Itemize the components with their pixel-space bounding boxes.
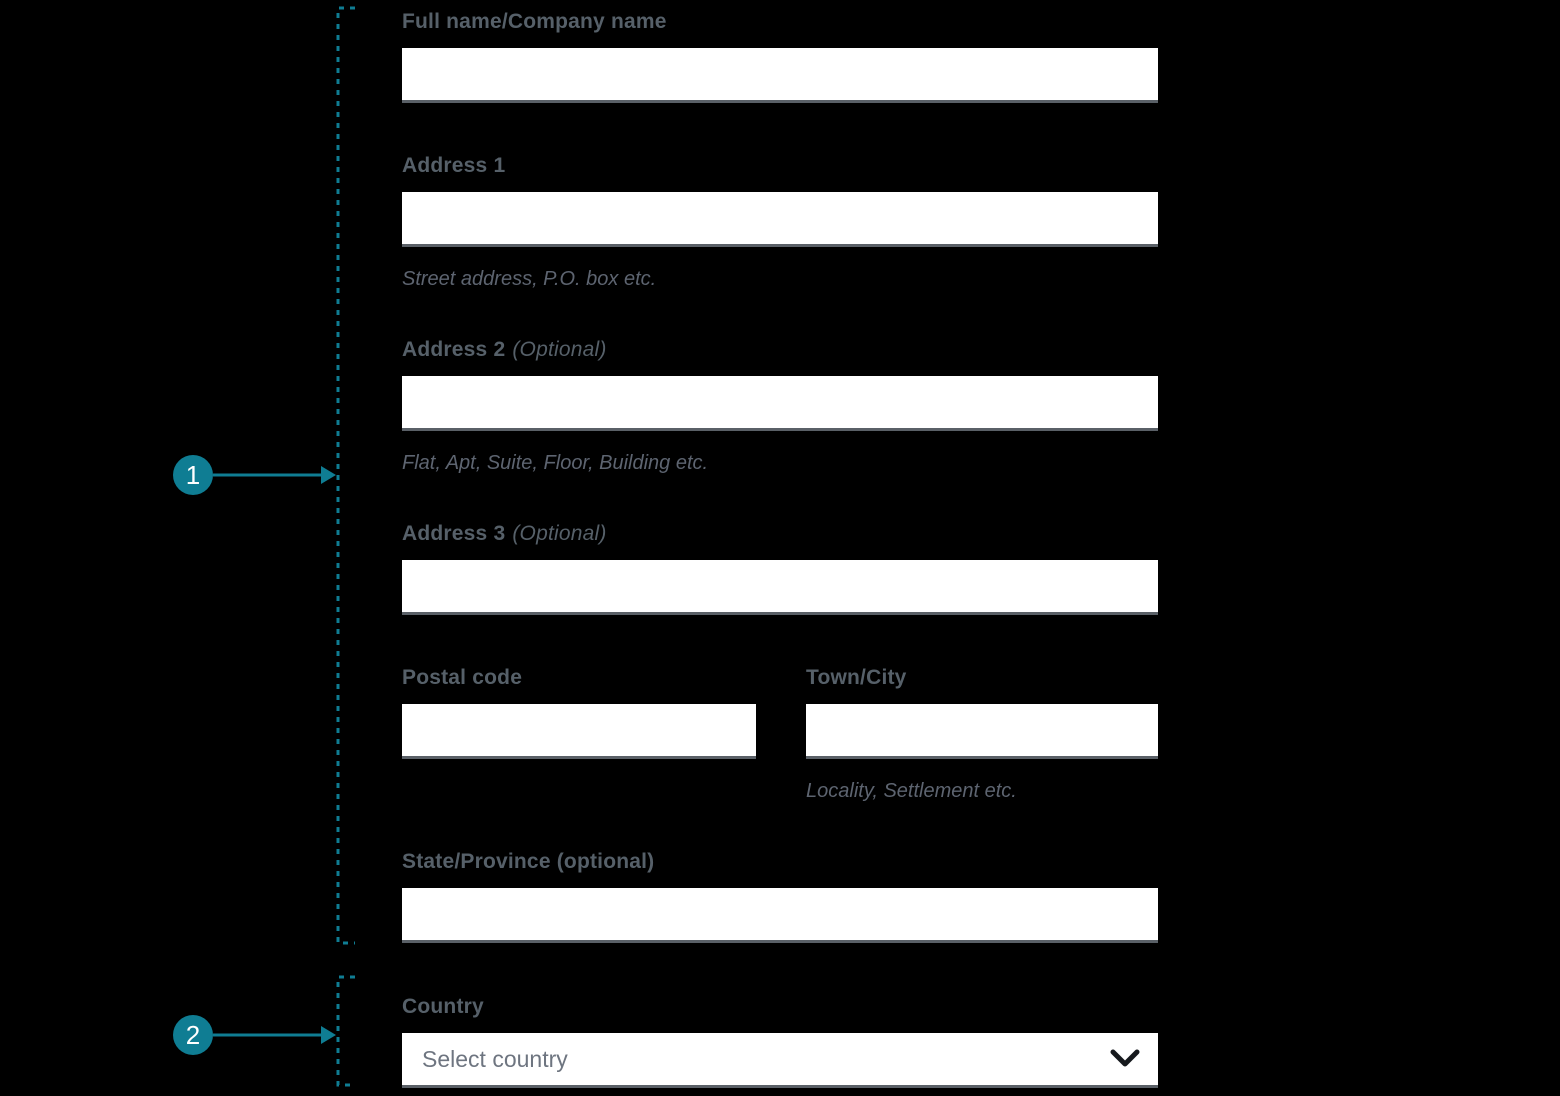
full-name-label-text: Full name/Company name: [402, 10, 667, 33]
address2-optional-suffix: (Optional): [512, 338, 607, 361]
postal-code-label: Postal code: [402, 665, 756, 691]
field-group-country: Country Select country: [402, 994, 1158, 1088]
address3-optional-suffix: (Optional): [512, 522, 607, 545]
state-province-label: State/Province (optional): [402, 849, 1158, 875]
address1-label-text: Address 1: [402, 154, 506, 177]
state-province-input[interactable]: [402, 888, 1158, 943]
annotation-marker-2: 2: [173, 1015, 213, 1055]
field-group-postal-town-row: Postal code Town/City Locality, Settleme…: [402, 665, 1158, 804]
field-group-town-city: Town/City Locality, Settlement etc.: [806, 665, 1158, 804]
bracket-2-dotted-outline: [336, 975, 355, 1087]
country-label-text: Country: [402, 995, 484, 1018]
postal-code-label-text: Postal code: [402, 666, 523, 689]
address3-label: Address 3 (Optional): [402, 521, 1158, 547]
annotation-marker-1-number: 1: [185, 460, 201, 490]
town-city-input[interactable]: [806, 704, 1158, 759]
field-group-full-name: Full name/Company name: [402, 9, 1158, 103]
address2-hint: Flat, Apt, Suite, Floor, Building etc.: [402, 452, 709, 474]
field-group-state-province: State/Province (optional): [402, 849, 1158, 943]
address1-hint: Street address, P.O. box etc.: [402, 268, 657, 290]
state-province-label-text: State/Province (optional): [402, 850, 655, 873]
full-name-input[interactable]: [402, 48, 1158, 103]
address1-label: Address 1: [402, 153, 1158, 179]
chevron-down-icon: [1110, 1049, 1140, 1067]
town-city-hint: Locality, Settlement etc.: [806, 780, 1017, 802]
field-group-address2: Address 2 (Optional) Flat, Apt, Suite, Fl…: [402, 337, 1158, 476]
country-select-value: Select country: [422, 1045, 568, 1072]
field-group-postal-code: Postal code: [402, 665, 756, 804]
country-label: Country: [402, 994, 1158, 1020]
town-city-label-text: Town/City: [806, 666, 907, 689]
annotation-marker-1: 1: [173, 455, 213, 495]
full-name-label: Full name/Company name: [402, 9, 1158, 35]
address1-input[interactable]: [402, 192, 1158, 247]
field-group-address1: Address 1 Street address, P.O. box etc.: [402, 153, 1158, 292]
marker-1-arrowhead-icon: [321, 466, 336, 484]
bracket-1-dotted-outline: [336, 6, 355, 945]
field-group-address3: Address 3 (Optional): [402, 521, 1158, 615]
address3-label-text: Address 3: [402, 522, 506, 545]
town-city-label: Town/City: [806, 665, 1158, 691]
address2-label: Address 2 (Optional): [402, 337, 1158, 363]
address2-input[interactable]: [402, 376, 1158, 431]
country-select[interactable]: Select country: [402, 1033, 1158, 1088]
annotation-marker-2-number: 2: [185, 1020, 201, 1050]
postal-code-input[interactable]: [402, 704, 756, 759]
address3-input[interactable]: [402, 560, 1158, 615]
marker-2-arrowhead-icon: [321, 1026, 336, 1044]
address2-label-text: Address 2: [402, 338, 506, 361]
